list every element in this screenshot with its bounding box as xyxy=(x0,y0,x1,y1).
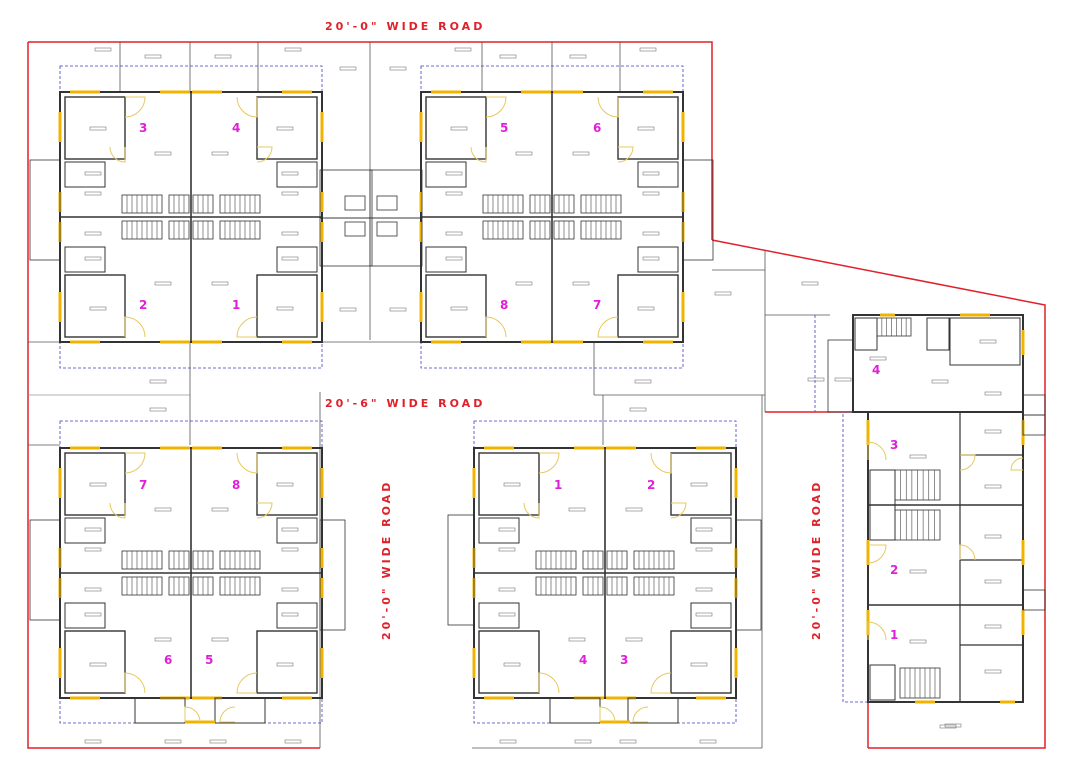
unit-number: 6 xyxy=(593,121,602,135)
unit-number: 5 xyxy=(205,653,214,667)
setback-lines xyxy=(59,65,1024,724)
road-label-vertical-center: 20'-0" WIDE ROAD xyxy=(380,479,393,640)
unit-number: 8 xyxy=(500,298,509,312)
unit-number: 6 xyxy=(164,653,173,667)
unit-number: 3 xyxy=(890,438,899,452)
house-blocks xyxy=(29,47,1046,744)
unit-number: 4 xyxy=(872,363,881,377)
road-label-vertical-right: 20'-0" WIDE ROAD xyxy=(810,479,823,640)
unit-number: 1 xyxy=(232,298,241,312)
unit-number: 3 xyxy=(139,121,148,135)
road-label-middle: 20'-6" WIDE ROAD xyxy=(325,397,486,410)
unit-number: 1 xyxy=(890,628,899,642)
road-label-top: 20'-0" WIDE ROAD xyxy=(325,20,486,33)
unit-number: 4 xyxy=(232,121,241,135)
plot-boundary xyxy=(27,41,1046,749)
unit-number: 7 xyxy=(593,298,602,312)
unit-number: 1 xyxy=(554,478,563,492)
unit-number: 7 xyxy=(139,478,148,492)
unit-number: 2 xyxy=(139,298,148,312)
unit-number: 3 xyxy=(620,653,629,667)
unit-number: 4 xyxy=(579,653,588,667)
unit-number: 2 xyxy=(647,478,656,492)
unit-number: 8 xyxy=(232,478,241,492)
unit-number: 5 xyxy=(500,121,509,135)
unit-number: 2 xyxy=(890,563,899,577)
